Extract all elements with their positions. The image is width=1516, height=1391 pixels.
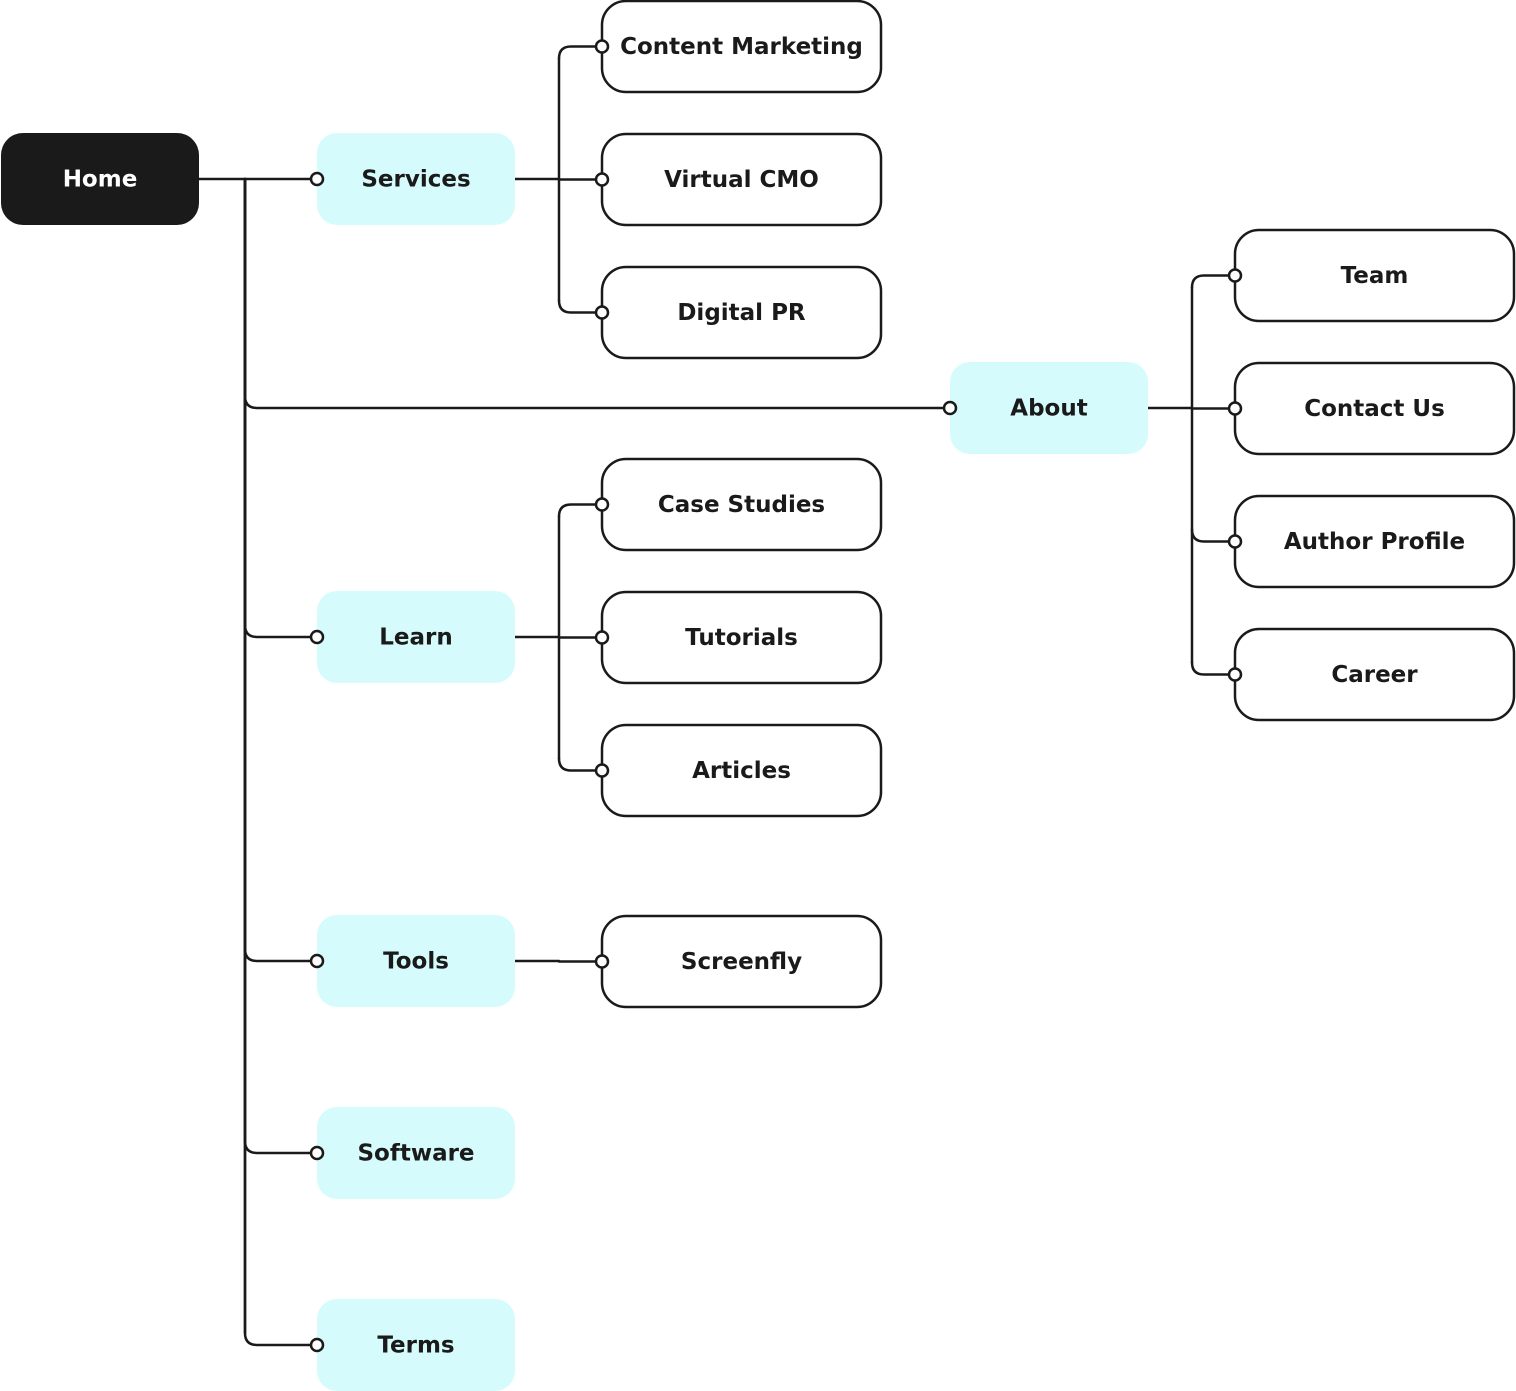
section-node-services-label: Services xyxy=(361,167,470,193)
section-node-terms-label: Terms xyxy=(377,1333,454,1359)
connector-articles xyxy=(557,757,604,772)
page-node-case-studies-label: Case Studies xyxy=(658,492,825,518)
section-node-terms-box xyxy=(317,1299,515,1391)
connectors xyxy=(197,45,1237,1347)
port-software xyxy=(309,1145,325,1161)
section-node-tools-box xyxy=(317,915,515,1007)
page-node-digital-pr[interactable]: Digital PR xyxy=(600,265,883,360)
section-node-services[interactable]: Services xyxy=(317,133,515,225)
connector-digital-pr xyxy=(557,299,604,314)
connector-terms xyxy=(243,177,319,1347)
root-node-home-box xyxy=(1,133,199,225)
page-node-contact-us[interactable]: Contact Us xyxy=(1233,361,1516,456)
section-node-software-label: Software xyxy=(357,1141,474,1167)
connector-tools xyxy=(243,177,319,963)
page-node-team-label: Team xyxy=(1341,263,1409,289)
page-node-screenfly-label: Screenfly xyxy=(681,949,802,975)
port-terms xyxy=(309,1337,325,1353)
connector-case-studies xyxy=(557,503,604,518)
page-node-articles[interactable]: Articles xyxy=(600,723,883,818)
port-virtual-cmo xyxy=(594,172,610,187)
page-node-digital-pr-label: Digital PR xyxy=(677,300,806,326)
page-node-author-profile[interactable]: Author Profile xyxy=(1233,494,1516,589)
port-tools xyxy=(309,953,325,969)
port-about xyxy=(942,400,958,416)
page-node-contact-us-label: Contact Us xyxy=(1304,396,1445,422)
port-content-marketing xyxy=(594,39,610,54)
page-node-content-marketing[interactable]: Content Marketing xyxy=(600,0,883,94)
section-node-software[interactable]: Software xyxy=(317,1107,515,1199)
port-screenfly xyxy=(594,954,610,969)
page-node-tutorials-label: Tutorials xyxy=(685,625,798,651)
page-node-career-label: Career xyxy=(1331,662,1418,688)
section-node-services-box xyxy=(317,133,515,225)
section-node-terms[interactable]: Terms xyxy=(317,1299,515,1391)
connector-content-marketing xyxy=(557,45,604,60)
port-career xyxy=(1227,667,1243,682)
section-node-about-box xyxy=(950,362,1148,454)
connector-software xyxy=(243,177,319,1155)
port-author-profile xyxy=(1227,534,1243,549)
page-node-team[interactable]: Team xyxy=(1233,228,1516,323)
page-node-screenfly[interactable]: Screenfly xyxy=(600,914,883,1009)
root-node-home-label: Home xyxy=(63,167,138,193)
section-node-tools[interactable]: Tools xyxy=(317,915,515,1007)
page-node-articles-label: Articles xyxy=(692,758,791,784)
section-node-tools-label: Tools xyxy=(383,949,449,975)
port-digital-pr xyxy=(594,305,610,320)
section-node-learn[interactable]: Learn xyxy=(317,591,515,683)
section-node-about[interactable]: About xyxy=(950,362,1148,454)
page-node-tutorials[interactable]: Tutorials xyxy=(600,590,883,685)
connector-author-profile xyxy=(1190,528,1237,543)
section-node-software-box xyxy=(317,1107,515,1199)
page-node-author-profile-label: Author Profile xyxy=(1284,529,1465,555)
section-node-learn-label: Learn xyxy=(379,625,453,651)
page-node-virtual-cmo[interactable]: Virtual CMO xyxy=(600,132,883,227)
port-case-studies xyxy=(594,497,610,512)
page-node-content-marketing-label: Content Marketing xyxy=(620,34,863,60)
port-learn xyxy=(309,629,325,645)
page-node-virtual-cmo-label: Virtual CMO xyxy=(664,167,819,193)
port-services xyxy=(309,171,325,187)
section-node-about-label: About xyxy=(1010,396,1087,422)
section-node-learn-box xyxy=(317,591,515,683)
port-contact-us xyxy=(1227,401,1243,416)
page-node-case-studies[interactable]: Case Studies xyxy=(600,457,883,552)
port-team xyxy=(1227,268,1243,283)
port-tutorials xyxy=(594,630,610,645)
connector-team xyxy=(1190,274,1237,289)
port-articles xyxy=(594,763,610,778)
page-node-career[interactable]: Career xyxy=(1233,627,1516,722)
ports xyxy=(309,39,1243,1353)
connector-career xyxy=(1190,661,1237,676)
root-node-home[interactable]: Home xyxy=(1,133,199,225)
